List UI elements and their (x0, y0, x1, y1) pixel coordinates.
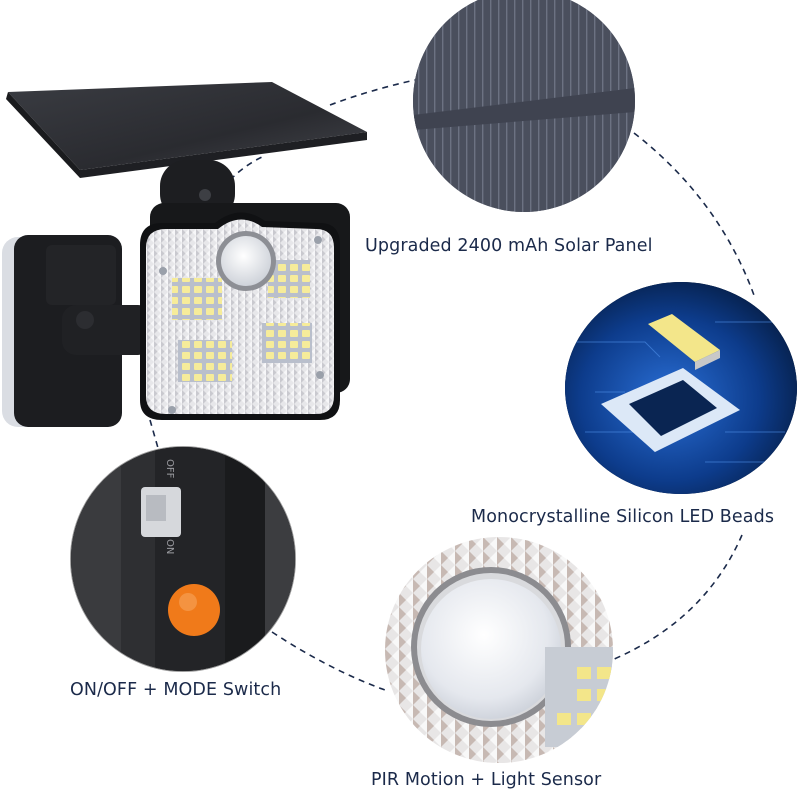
switch-closeup-circle: OFF ON (70, 446, 296, 672)
pir-sensor-closeup-circle (385, 537, 613, 763)
led-beads-closeup-circle (565, 282, 797, 494)
switch-label: ON/OFF + MODE Switch (70, 680, 282, 700)
solar-panel-label: Upgraded 2400 mAh Solar Panel (365, 236, 653, 256)
solar-panel-closeup-circle (413, 0, 635, 212)
product-image (0, 75, 380, 435)
switch-off-marking: OFF (164, 459, 175, 479)
led-beads-label: Monocrystalline Silicon LED Beads (471, 507, 775, 527)
switch-on-marking: ON (164, 539, 175, 555)
pir-sensor-label: PIR Motion + Light Sensor (371, 770, 602, 790)
